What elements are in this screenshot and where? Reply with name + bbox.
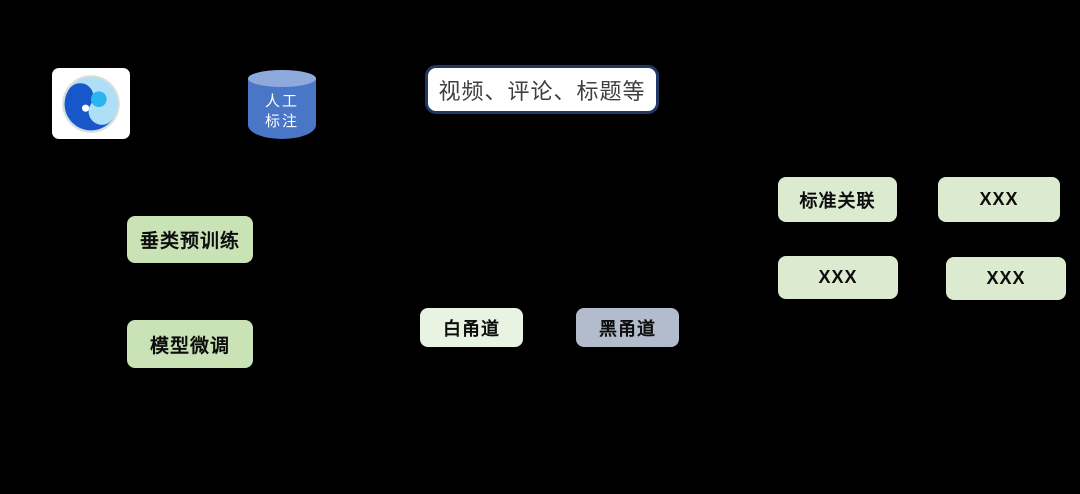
xxx-box-bottom-left: XXX [778,256,898,299]
cylinder-label-line1: 人工 [264,93,299,110]
standard-association-box: 标准关联 [778,177,897,222]
black-channel-box: 黑甬道 [576,308,679,347]
blue-swirl-globe-icon [62,74,120,133]
cylinder-body [248,78,316,139]
xxx-box-bottom-right: XXX [946,257,1066,300]
xxx-box-top-right: XXX [938,177,1060,222]
white-channel-box: 白甬道 [420,308,523,347]
model-finetuning-box: 模型微调 [127,320,253,368]
cylinder-cap [248,70,316,87]
cylinder-label: 人工 标注 [248,92,316,133]
source-data-box: 视频、评论、标题等 [425,65,659,114]
manual-annotation-database: 人工 标注 [248,70,316,139]
cylinder-label-line2: 标注 [264,113,299,131]
vertical-pretraining-box: 垂类预训练 [127,216,253,263]
logo-tile [52,68,130,139]
